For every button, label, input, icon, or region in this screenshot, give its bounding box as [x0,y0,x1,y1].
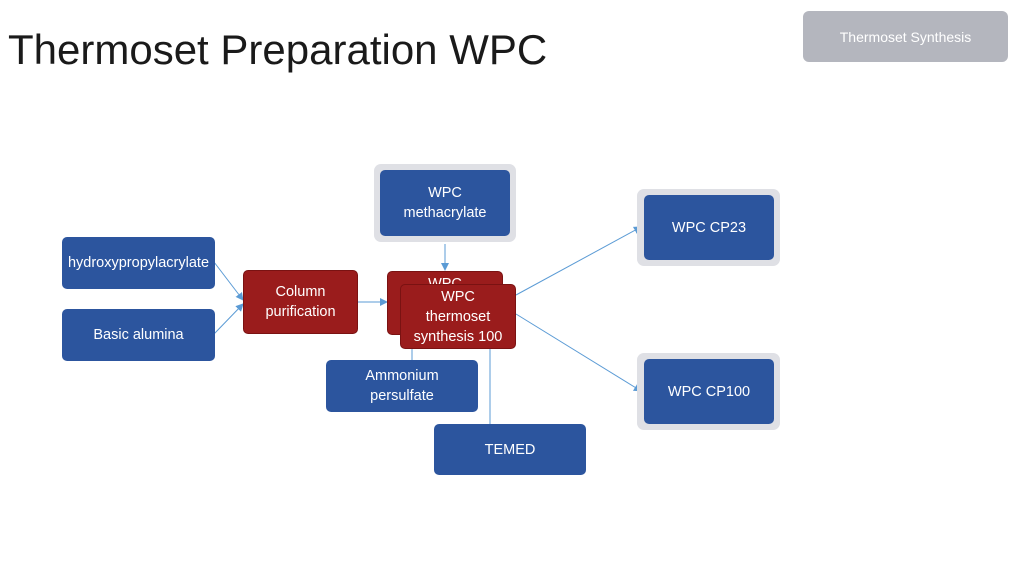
arrow-wpc-to-cp100 [515,313,642,392]
node-wpc-cp100[interactable]: WPC CP100 [644,359,774,424]
node-wpc-thermoset-synthesis[interactable]: WPC thermoset synthesis 100 [400,284,516,349]
node-wpc-methacrylate[interactable]: WPC methacrylate [380,170,510,236]
node-temed[interactable]: TEMED [434,424,586,475]
node-column-purification[interactable]: Column purification [243,270,358,334]
arrow-alumina-to-column [213,303,244,335]
section-tag-button[interactable]: Thermoset Synthesis [803,11,1008,62]
arrow-wpc-to-cp23 [515,226,642,296]
node-hydroxypropylacrylate[interactable]: hydroxypropylacrylate [62,237,215,289]
node-wpc-cp23[interactable]: WPC CP23 [644,195,774,260]
arrow-hpa-to-column [213,261,244,301]
node-ammonium-persulfate[interactable]: Ammonium persulfate [326,360,478,412]
page-title: Thermoset Preparation WPC [8,26,548,73]
node-basic-alumina[interactable]: Basic alumina [62,309,215,361]
